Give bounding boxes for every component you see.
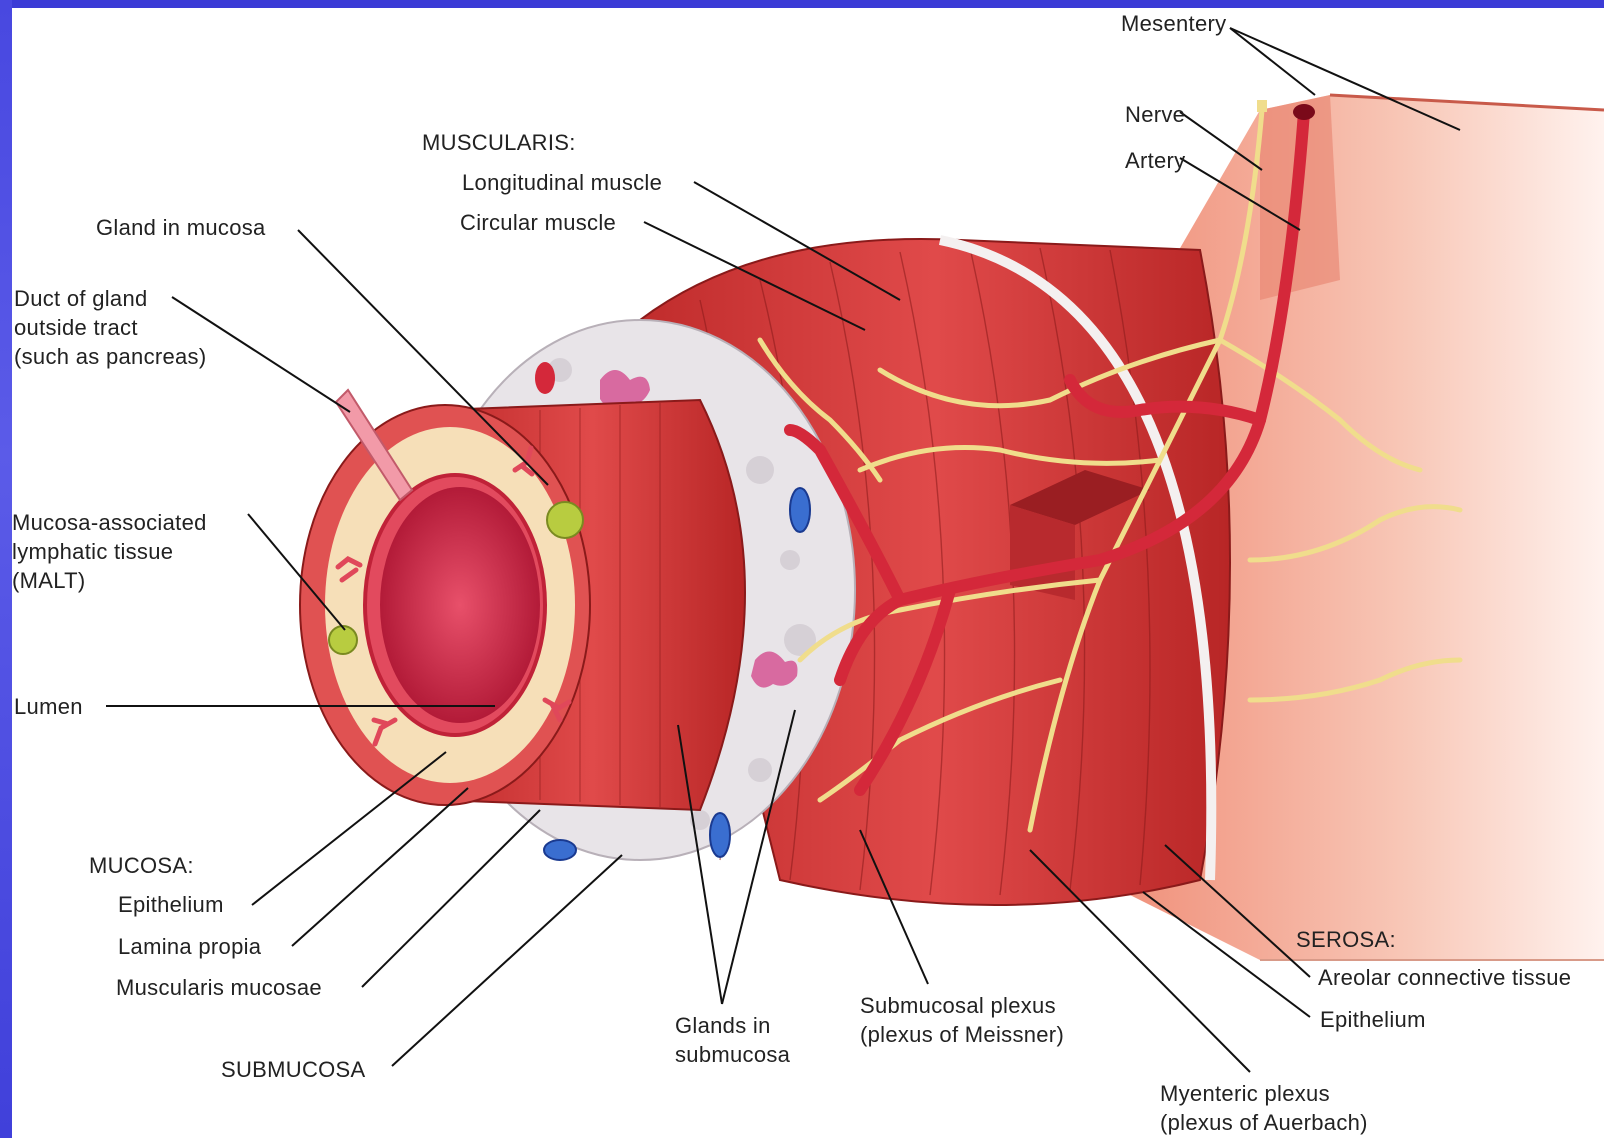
label-circular-muscle: Circular muscle (460, 208, 616, 237)
submucosa-vein (790, 488, 810, 532)
mucosa-cylinder (300, 390, 745, 810)
label-duct-of-gland: Duct of gland outside tract (such as pan… (14, 284, 207, 371)
submucosa-vein (544, 840, 576, 860)
label-muscularis-mucosae: Muscularis mucosae (116, 973, 322, 1002)
malt-nodule (329, 626, 357, 654)
submucosa-vein (710, 813, 730, 857)
lumen (380, 487, 540, 723)
submucosa-artery (535, 362, 555, 394)
label-lumen: Lumen (14, 692, 83, 721)
label-submucosa: SUBMUCOSA (221, 1055, 366, 1084)
label-epithelium-serosa: Epithelium (1320, 1005, 1426, 1034)
label-gland-in-mucosa: Gland in mucosa (96, 213, 266, 242)
label-lamina-propia: Lamina propia (118, 932, 261, 961)
label-mucosa-heading: MUCOSA: (89, 851, 194, 880)
label-longitudinal-muscle: Longitudinal muscle (462, 168, 662, 197)
label-myenteric-plexus: Myenteric plexus (plexus of Auerbach) (1160, 1079, 1368, 1137)
malt-nodule (547, 502, 583, 538)
label-glands-in-submucosa: Glands in submucosa (675, 1011, 790, 1069)
label-serosa-heading: SEROSA: (1296, 925, 1396, 954)
label-muscularis-heading: MUSCULARIS: (422, 128, 576, 157)
label-epithelium-mucosa: Epithelium (118, 890, 224, 919)
label-mesentery: Mesentery (1121, 9, 1226, 38)
label-malt: Mucosa-associated lymphatic tissue (MALT… (12, 508, 207, 595)
label-nerve: Nerve (1125, 100, 1185, 129)
artery-opening (1293, 104, 1315, 120)
label-submucosal-plexus: Submucosal plexus (plexus of Meissner) (860, 991, 1064, 1049)
nerve-end (1257, 100, 1267, 112)
label-areolar-connective-tissue: Areolar connective tissue (1318, 963, 1571, 992)
label-artery: Artery (1125, 146, 1185, 175)
